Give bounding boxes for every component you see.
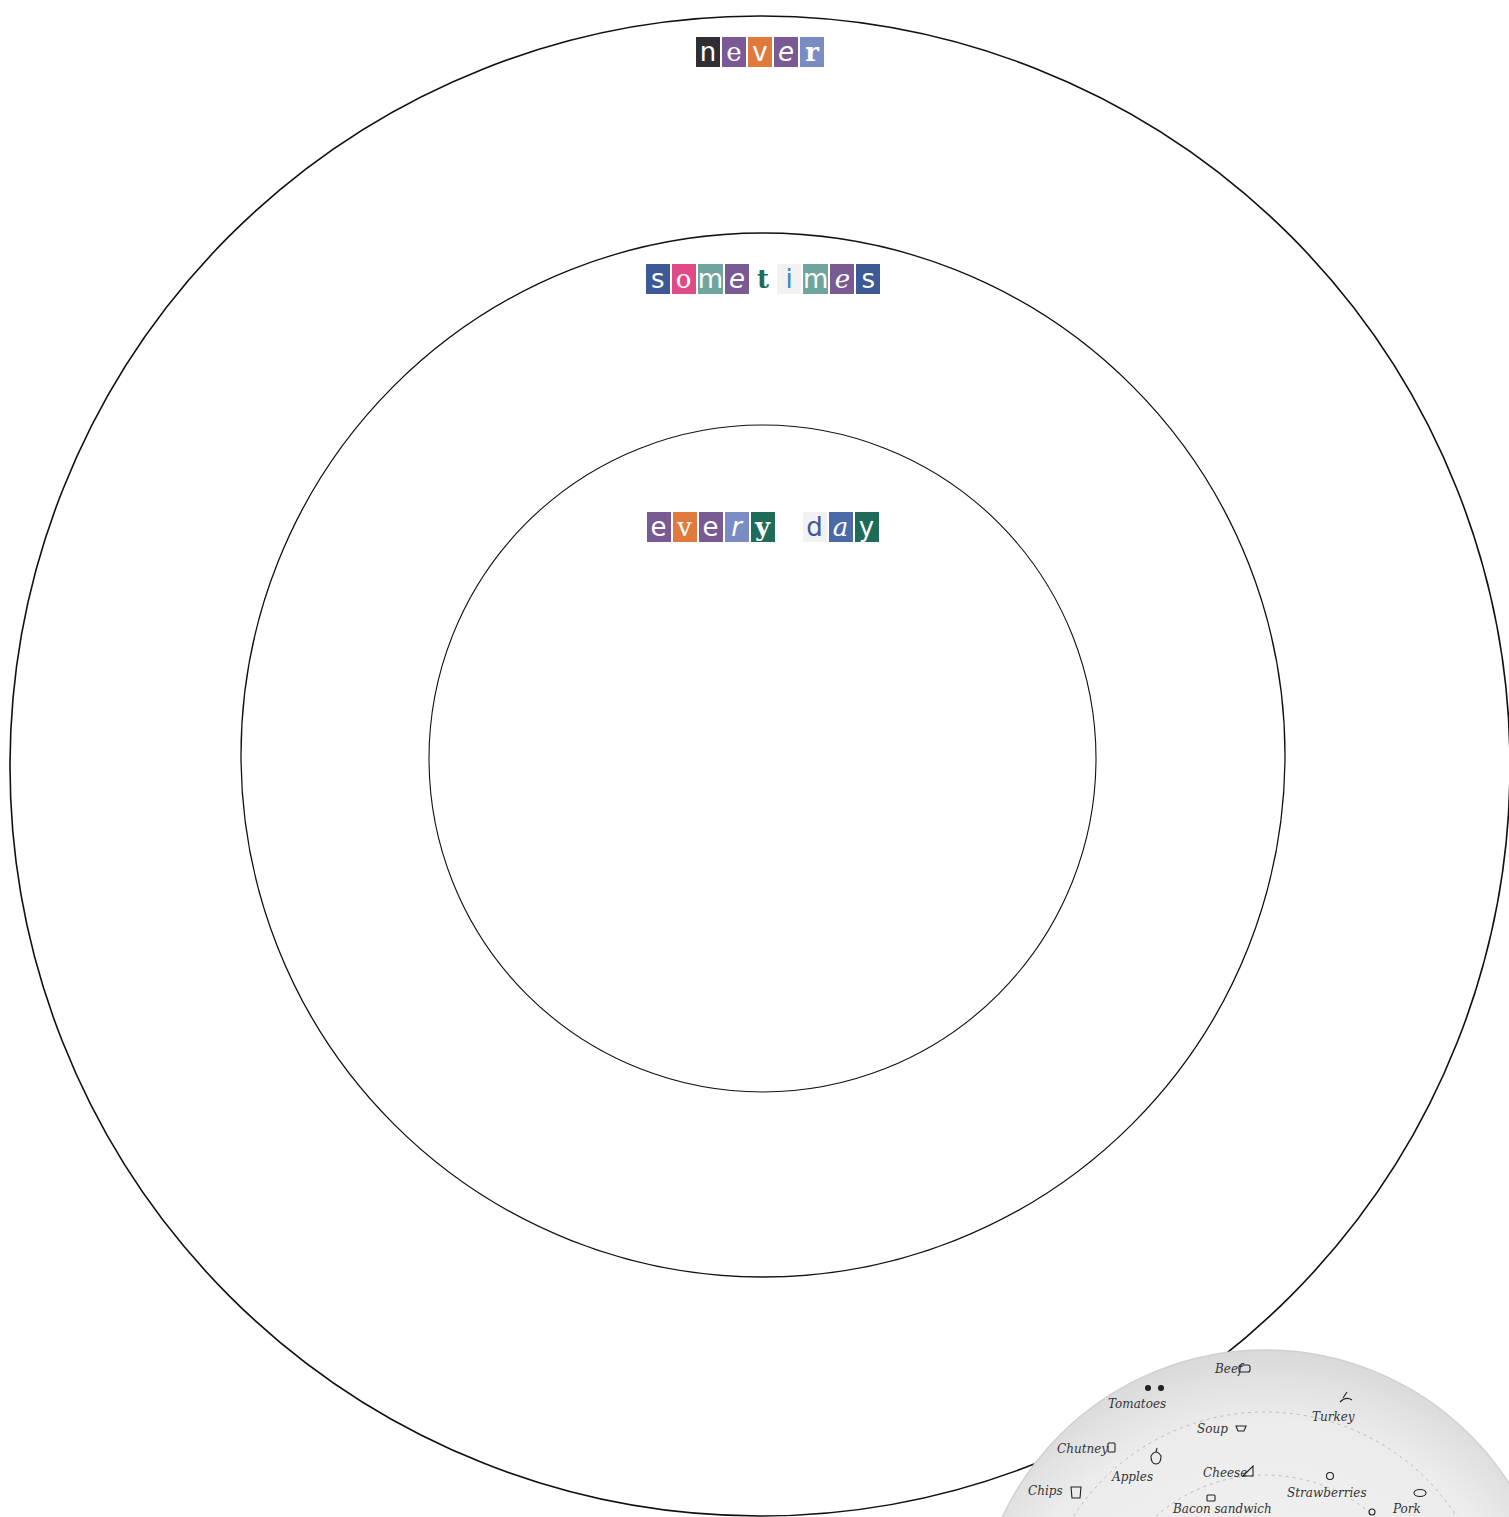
frequency-ring: never sometimes every day [9, 15, 1509, 1517]
ring-circle [429, 425, 1096, 1092]
ring-circle [10, 16, 1509, 1516]
ring-label: every day [428, 510, 1097, 542]
food-label: Pork [1393, 1502, 1421, 1516]
plate-photo: BeefTomatoesTurkeySoupChutneyApples Chees… [960, 1340, 1509, 1517]
food-label: Chips [1028, 1484, 1063, 1498]
food-label: Bacon sandwich [1173, 1502, 1272, 1516]
ring-outline [240, 232, 1286, 1278]
food-label: Turkey [1312, 1410, 1355, 1424]
ring-label: never [9, 35, 1509, 67]
frequency-ring: every day [428, 424, 1097, 1093]
food-label: Strawberries [1287, 1486, 1367, 1500]
ring-circle [241, 233, 1285, 1277]
food-label: Tomatoes [1108, 1397, 1166, 1411]
food-label: Cheese [1203, 1466, 1247, 1480]
food-label: Beef [1215, 1362, 1242, 1376]
frequency-ring: sometimes every day [240, 232, 1286, 1278]
ring-label: sometimes [240, 262, 1286, 294]
ring-outline [9, 15, 1509, 1517]
food-label: Apples [1112, 1470, 1153, 1484]
food-label: Soup [1197, 1422, 1228, 1436]
food-label: Chutney [1057, 1442, 1108, 1456]
